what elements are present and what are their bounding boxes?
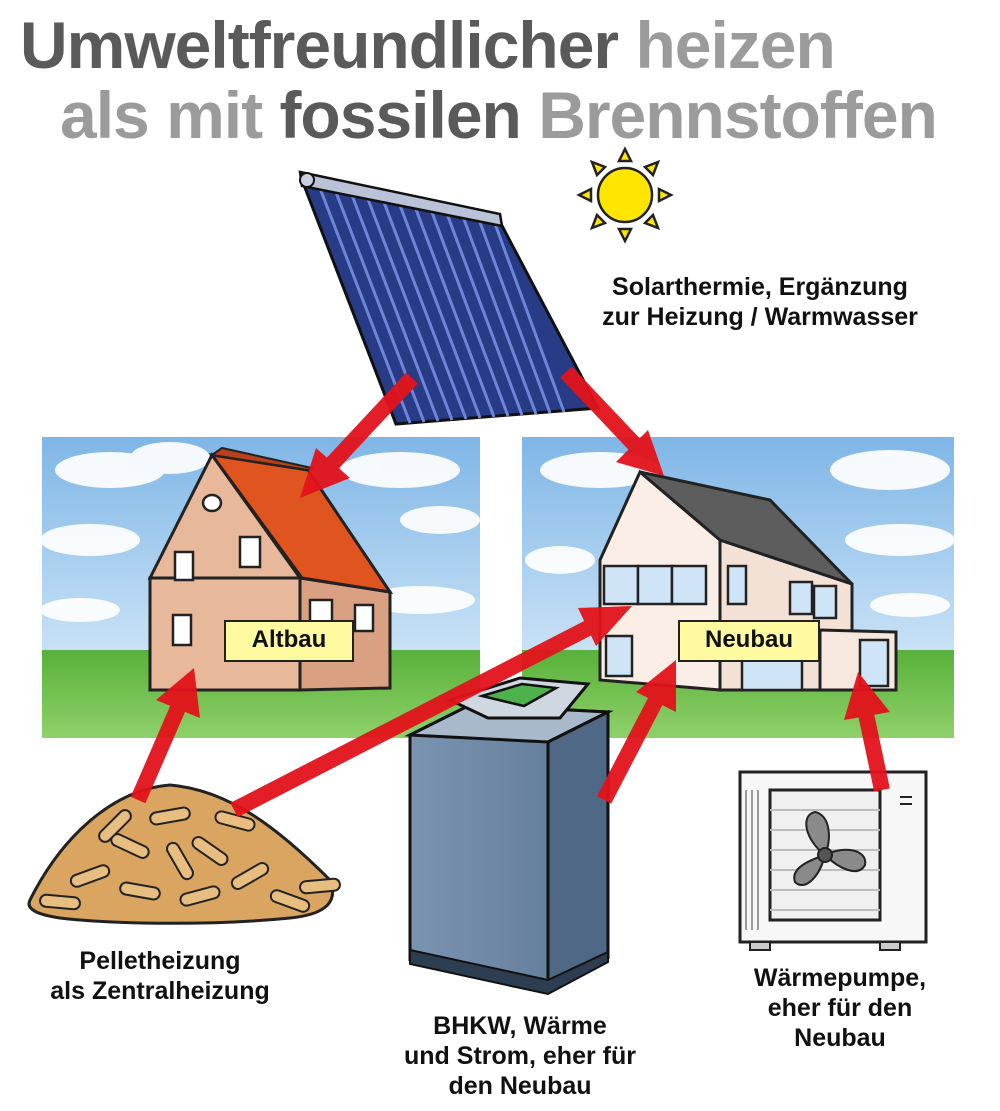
pellet-label: Pelletheizung als Zentralheizung [20,946,300,1006]
arrow-solar-to-altbau [300,372,418,498]
title-line-2: als mit fossilen Brennstoffen [60,82,938,148]
new-house-icon [598,469,898,692]
heatpump-label: Wärmepumpe, eher für den Neubau [730,963,950,1053]
title-word-heizen: heizen [635,8,835,82]
arrow-heatpump-to-neubau [844,672,890,792]
sun-icon [576,146,674,244]
heatpump-label-line-3: Neubau [794,1024,886,1052]
title-word-fossilen: fossilen [279,78,521,152]
old-house-icon [147,446,394,692]
pellet-label-line-2: als Zentralheizung [50,977,270,1005]
bhkw-label-line-3: den Neubau [448,1072,592,1100]
neubau-tag: Neubau [678,620,820,662]
title-word-umweltfreundlicher: Umweltfreundlicher [20,8,619,82]
solar-label-line-1: Solarthermie, Ergänzung [612,273,908,301]
solar-label: Solarthermie, Ergänzung zur Heizung / Wa… [550,272,970,332]
solar-collector-icon [298,170,601,426]
chp-unit-icon [404,676,614,996]
arrows [130,366,890,818]
title-line-1: Umweltfreundlicher heizen [20,12,836,78]
bhkw-label-line-1: BHKW, Wärme [433,1012,607,1040]
title-word-brennstoffen: Brennstoffen [538,78,938,152]
altbau-tag: Altbau [224,620,354,662]
heatpump-label-line-2: eher für den [767,994,913,1022]
solar-label-line-2: zur Heizung / Warmwasser [602,303,918,331]
heatpump-label-line-1: Wärmepumpe, [753,964,927,992]
title-words-als-mit: als mit [60,78,263,152]
bhkw-label-line-2: und Strom, eher für [404,1042,636,1070]
pellet-label-line-1: Pelletheizung [79,947,241,975]
bhkw-label: BHKW, Wärme und Strom, eher für den Neub… [360,1011,680,1101]
arrow-pellets-to-altbau [130,668,200,804]
arrow-bhkw-to-neubau [596,660,676,804]
wood-pellets-icon [27,783,341,925]
arrow-solar-to-neubau [560,366,664,476]
heat-pump-icon [738,770,928,951]
arrow-pellets-to-neubau [230,606,632,818]
